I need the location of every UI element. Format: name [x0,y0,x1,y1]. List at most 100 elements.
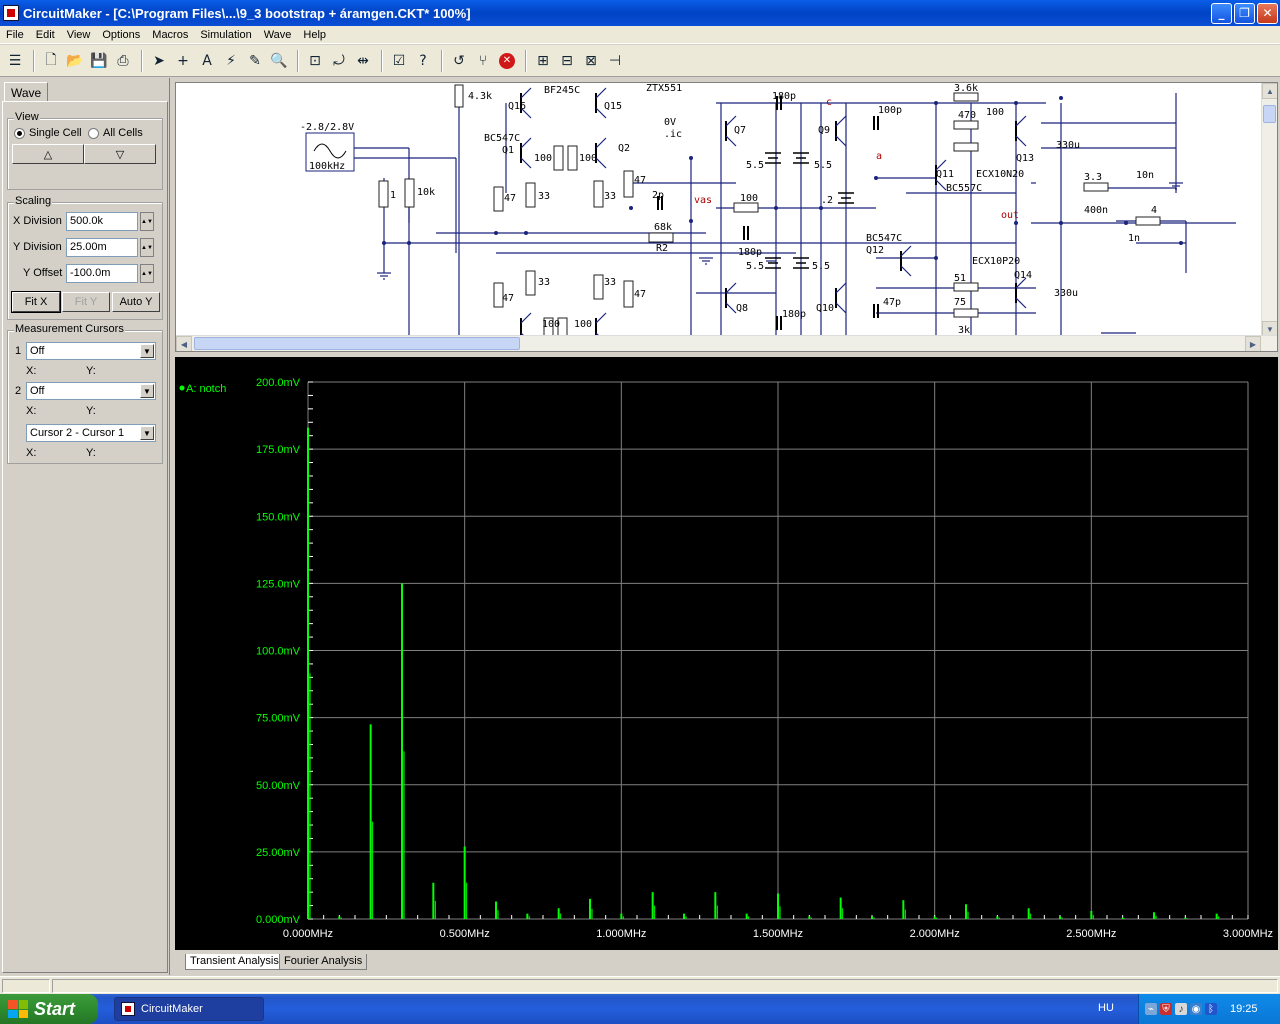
security-shield-icon[interactable]: ⛨ [1160,1003,1172,1015]
cell-up-button[interactable]: △ [12,144,84,164]
menu-wave[interactable]: Wave [263,28,292,41]
menu-simulation[interactable]: Simulation [200,28,252,41]
reset-icon[interactable]: ↺ [453,52,465,69]
network-icon[interactable]: ⌁ [1145,1003,1157,1015]
stop-simulation-icon[interactable]: ✕ [496,50,518,72]
horizontal-scroll-thumb[interactable] [194,337,520,350]
chevron-down-icon[interactable]: ▼ [140,344,154,358]
cell-down-button[interactable]: ▽ [84,144,156,164]
x-division-spinner[interactable]: ▲▼ [140,212,154,231]
schematic-label: 47 [634,175,646,186]
zoom-fit-icon[interactable]: ⊡ [309,52,321,69]
schematic-label: Q10 [816,303,834,314]
clock: 19:25 [1230,1003,1258,1015]
schematic-label: 33 [538,191,550,202]
analysis-setup-icon[interactable]: ⊞ [537,52,549,69]
schematic-horizontal-scrollbar[interactable]: ◀ ▶ [176,335,1277,351]
scroll-right-icon[interactable]: ▶ [1245,336,1261,351]
new-file-icon[interactable]: 🗋 [45,51,57,68]
arrow-tool-icon[interactable]: ➤ [153,52,165,69]
step-icon[interactable]: ⑂ [478,52,488,69]
schematic-label: 5.5 [746,160,764,171]
menu-help[interactable]: Help [303,28,327,41]
menu-edit[interactable]: Edit [35,28,55,41]
resistor-symbol [953,308,979,318]
schematic-label: 100kHz [309,161,345,172]
wire-tool-icon[interactable]: + [177,52,189,69]
schematic-vertical-scrollbar[interactable]: ▲ ▼ [1261,83,1277,337]
menu-macros[interactable]: Macros [152,28,189,41]
menu-file[interactable]: File [6,28,24,41]
chevron-down-icon[interactable]: ▼ [140,384,154,398]
schematic-label: Q14 [1014,270,1032,281]
chevron-down-icon[interactable]: ▼ [140,426,154,440]
schematic-wire [595,137,607,149]
probe-tool-icon[interactable]: ✎ [249,52,261,69]
bus-icon[interactable]: ⊣ [608,52,622,69]
y-division-spinner[interactable]: ▲▼ [140,238,154,257]
text-tool-icon[interactable]: A [202,52,212,69]
cursor1-number: 1 [15,345,22,357]
zoom-tool-icon[interactable]: 🔍 [270,52,288,69]
toolbar-separator [441,49,443,72]
help-icon[interactable]: ? [419,52,427,69]
schematic-label: 1n [1128,233,1140,244]
parts-icon[interactable]: ☰ [8,52,22,69]
fit-x-button[interactable]: Fit X [11,291,61,313]
open-folder-icon[interactable]: 📂 [66,52,84,69]
scroll-up-icon[interactable]: ▲ [1262,83,1277,99]
tab-transient-analysis[interactable]: Transient Analysis [185,954,284,970]
menu-view[interactable]: View [66,28,91,41]
single-cell-radio[interactable]: Single Cell [14,127,82,139]
schematic-label: R2 [656,243,668,254]
fourier-chart[interactable]: 0.000mV25.00mV50.00mV75.00mV100.0mV125.0… [175,357,1278,950]
y-offset-field[interactable]: -100.0m [66,264,138,283]
print-icon[interactable]: ⎙ [117,52,129,69]
volume-icon[interactable]: ♪ [1175,1003,1187,1015]
schematic-label: Q15 [604,101,622,112]
schematic-label: 100p [878,105,902,116]
cursor-diff-select[interactable]: Cursor 2 - Cursor 1 ▼ [26,424,156,442]
vertical-scroll-thumb[interactable] [1263,105,1276,123]
scroll-left-icon[interactable]: ◀ [176,336,192,351]
x-division-label: X Division [13,215,62,227]
schematic-label: 3.3 [1084,172,1102,183]
taskbar-circuitmaker[interactable]: CircuitMaker [114,997,264,1021]
schematic-label: BF245C [544,85,580,96]
tab-fourier-analysis[interactable]: Fourier Analysis [279,954,368,970]
y-division-label: Y Division [13,241,62,253]
menu-options[interactable]: Options [102,28,141,41]
minimize-button[interactable]: _ [1211,2,1232,24]
delete-tool-icon[interactable]: ⚡ [226,52,236,69]
y-offset-spinner[interactable]: ▲▼ [140,264,154,283]
tab-wave[interactable]: Wave [4,82,48,102]
cursors-group-label: Measurement Cursors [14,323,125,335]
start-button[interactable]: Start [0,994,98,1024]
app-icon[interactable] [3,5,19,21]
trace-icon[interactable]: ⊟ [561,52,573,69]
cursor2-select[interactable]: Off ▼ [26,382,156,400]
mirror-icon[interactable]: ⇹ [357,52,369,69]
scope-icon[interactable]: ⊠ [585,52,597,69]
display-icon[interactable]: ◉ [1190,1003,1202,1015]
language-indicator[interactable]: HU [1098,1002,1114,1014]
schematic-wire [595,332,600,336]
x-division-field[interactable]: 500.0k [66,212,138,231]
toolbar-separator [525,49,527,72]
save-icon[interactable]: 💾 [90,52,108,69]
check-icon[interactable]: ☑ [392,52,406,69]
all-cells-radio[interactable]: All Cells [88,127,143,139]
auto-y-button[interactable]: Auto Y [112,292,160,312]
restore-button[interactable]: ❐ [1234,2,1255,24]
cursor1-select[interactable]: Off ▼ [26,342,156,360]
close-button[interactable]: ✕ [1257,2,1278,24]
scaling-group: Scaling X Division 500.0k ▲▼ Y Division … [7,195,163,320]
bluetooth-icon[interactable]: ᛒ [1205,1003,1217,1015]
fit-y-button[interactable]: Fit Y [62,292,110,312]
rotate-icon[interactable]: ⤾ [333,52,345,69]
y-division-field[interactable]: 25.00m [66,238,138,257]
schematic-label: 5.5 [814,160,832,171]
